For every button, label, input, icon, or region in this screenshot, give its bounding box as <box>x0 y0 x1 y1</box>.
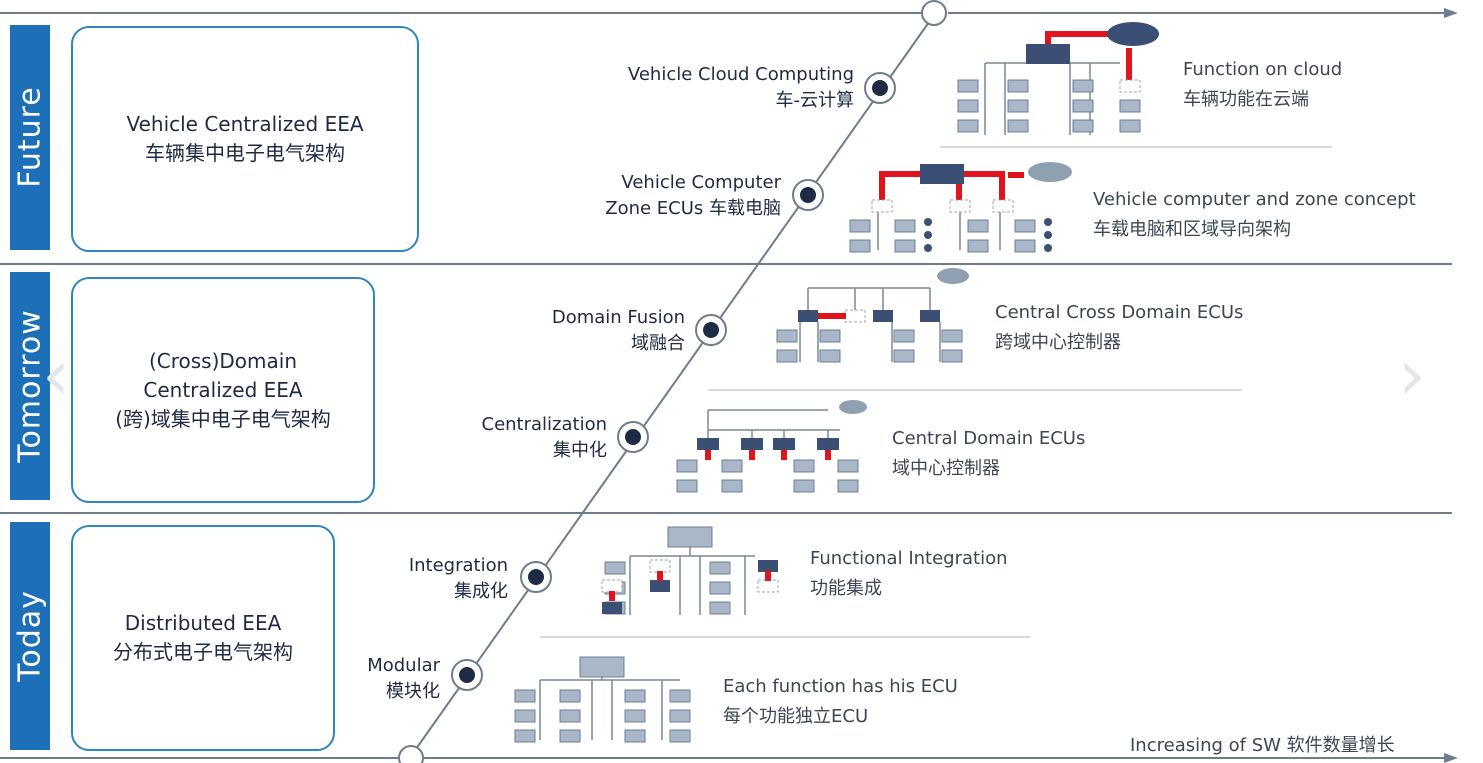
desc-zh: 跨域中心控制器 <box>995 332 1121 353</box>
stage-en: Vehicle Computer <box>621 172 781 193</box>
era-box-line: 分布式电子电气架构 <box>113 640 293 664</box>
stage-zh: 域融合 <box>631 333 685 354</box>
stage-label-cloud: Vehicle Cloud Computing 车-云计算 <box>628 62 854 114</box>
stage-label-vehicle-computer: Vehicle Computer Zone ECUs 车载电脑 <box>605 170 781 222</box>
desc-cloud: Function on cloud 车辆功能在云端 <box>1183 55 1342 115</box>
era-bar-future <box>10 25 50 250</box>
desc-zh: 车辆功能在云端 <box>1183 89 1309 110</box>
desc-vehicle-computer: Vehicle computer and zone concept 车载电脑和区… <box>1093 185 1416 245</box>
desc-zh: 域中心控制器 <box>892 458 1000 479</box>
desc-zh: 车载电脑和区域导向架构 <box>1093 219 1291 240</box>
era-box-future: Vehicle Centralized EEA 车辆集中电子电气架构 <box>71 26 419 252</box>
desc-en: Central Cross Domain ECUs <box>995 302 1244 323</box>
stage-en: Modular <box>367 655 440 676</box>
stage-label-domain-fusion: Domain Fusion 域融合 <box>552 305 685 357</box>
era-box-line: (Cross)Domain <box>148 348 298 373</box>
desc-zh: 功能集成 <box>810 578 882 599</box>
chevron-left-icon[interactable]: ‹ <box>42 334 70 416</box>
stage-zh: Zone ECUs 车载电脑 <box>605 198 781 219</box>
desc-en: Functional Integration <box>810 548 1008 569</box>
desc-centralization: Central Domain ECUs 域中心控制器 <box>892 424 1085 484</box>
stage-en: Vehicle Cloud Computing <box>627 64 854 85</box>
era-box-line: 车辆集中电子电气架构 <box>145 141 345 165</box>
stage-zh: 集成化 <box>454 581 508 602</box>
desc-modular: Each function has his ECU 每个功能独立ECU <box>723 672 958 732</box>
desc-zh: 每个功能独立ECU <box>723 706 869 727</box>
desc-en: Function on cloud <box>1183 59 1343 80</box>
desc-en: Vehicle computer and zone concept <box>1093 189 1416 210</box>
era-box-line: Distributed EEA <box>124 611 282 635</box>
stage-label-modular: Modular 模块化 <box>367 653 440 705</box>
desc-integration: Functional Integration 功能集成 <box>810 544 1008 604</box>
era-bar-tomorrow <box>10 272 50 500</box>
stage-en: Centralization <box>481 414 608 435</box>
stage-zh: 车-云计算 <box>775 90 855 111</box>
era-box-line: Centralized EEA <box>143 377 303 402</box>
era-box-line: Vehicle Centralized EEA <box>126 112 364 136</box>
stage-en: Integration <box>408 555 508 576</box>
era-box-tomorrow: (Cross)Domain Centralized EEA (跨)域集中电子电气… <box>71 277 375 503</box>
chevron-right-icon[interactable]: › <box>1398 334 1426 416</box>
stage-en: Domain Fusion <box>551 307 685 328</box>
desc-en: Each function has his ECU <box>723 676 958 697</box>
desc-en: Central Domain ECUs <box>892 428 1086 449</box>
desc-domain-fusion: Central Cross Domain ECUs 跨域中心控制器 <box>995 298 1243 358</box>
era-box-line: (跨)域集中电子电气架构 <box>115 406 331 431</box>
stage-label-centralization: Centralization 集中化 <box>482 412 608 464</box>
stage-zh: 集中化 <box>553 440 607 461</box>
era-bar-today <box>10 522 50 750</box>
era-box-today: Distributed EEA 分布式电子电气架构 <box>71 525 335 751</box>
stage-label-integration: Integration 集成化 <box>409 553 508 605</box>
stage-zh: 模块化 <box>386 681 440 702</box>
bottom-axis-caption: Increasing of SW 软件数量增长 <box>1130 735 1395 756</box>
